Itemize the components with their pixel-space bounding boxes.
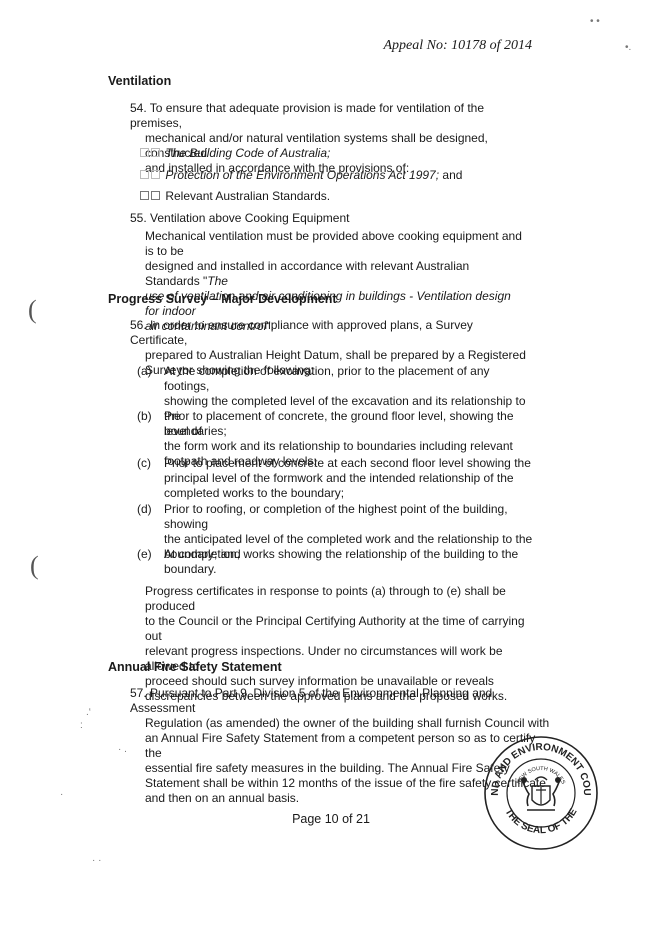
sub-item-line: the form work and its relationship to bo… bbox=[164, 439, 513, 453]
checkbox-glyph-icon bbox=[151, 170, 160, 179]
sub-item-line: Prior to placement of concrete at each s… bbox=[164, 456, 531, 470]
clause-57-line: 57. Pursuant to Part 9, Division 5 of th… bbox=[130, 686, 493, 715]
heading-fire-safety: Annual Fire Safety Statement bbox=[108, 660, 282, 674]
scan-speck: • • bbox=[590, 16, 600, 27]
checkbox-glyph-icon bbox=[140, 148, 149, 157]
clause-54-line: mechanical and/or natural ventilation sy… bbox=[145, 131, 488, 160]
clause-57-line: essential fire safety measures in the bu… bbox=[145, 761, 510, 775]
margin-bracket: ( bbox=[30, 551, 39, 580]
clause-55-body: Mechanical ventilation must be provided … bbox=[145, 229, 525, 334]
coat-of-arms-icon bbox=[521, 776, 561, 811]
sub-item-label: (b) bbox=[137, 409, 152, 423]
sub-item-line: the anticipated level of the completed w… bbox=[164, 532, 533, 546]
bullet-suffix: and bbox=[439, 168, 463, 182]
bullet-item: The Building Code of Australia; bbox=[140, 146, 520, 161]
sub-item-label: (a) bbox=[137, 364, 152, 378]
scan-speck: · . bbox=[118, 744, 127, 755]
sub-item-line: At the completion of excavation, prior t… bbox=[164, 364, 490, 393]
checkbox-glyph-icon bbox=[151, 148, 160, 157]
sub-item-label: (e) bbox=[137, 547, 152, 561]
body-line: discrepancies between the approved plans… bbox=[145, 689, 508, 703]
sub-item-line: Prior to roofing, or completion of the h… bbox=[164, 502, 508, 531]
sub-item-line: footpath and roadway levels; bbox=[164, 454, 317, 468]
body-line: ". bbox=[266, 319, 274, 333]
heading-progress-survey: Progress Survey – Major Development bbox=[108, 292, 337, 306]
clause-54-line: 54. To ensure that adequate provision is… bbox=[130, 101, 485, 130]
clause-56-closing: Progress certificates in response to poi… bbox=[145, 584, 525, 704]
scan-speck: : bbox=[80, 720, 83, 731]
body-line: relevant progress inspections. Under no … bbox=[145, 644, 503, 673]
scan-speck: · bbox=[60, 789, 64, 800]
clause-57: 57. Pursuant to Part 9, Division 5 of th… bbox=[130, 686, 550, 806]
scan-speck: •. bbox=[625, 42, 632, 53]
body-line-italic: air contaminant control bbox=[145, 319, 267, 333]
clause-54-line: and installed in accordance with the pro… bbox=[145, 161, 410, 175]
bullet-item: Relevant Australian Standards. bbox=[140, 189, 520, 204]
bullet-text: The Building Code of Australia; bbox=[165, 146, 331, 160]
body-line-italic: use of ventilation and air conditioning … bbox=[145, 289, 511, 318]
clause-57-line: Regulation (as amended) the owner of the… bbox=[145, 716, 550, 730]
margin-bracket: ( bbox=[28, 295, 37, 324]
checkbox-glyph-icon bbox=[140, 191, 149, 200]
scan-speck: .‘ bbox=[86, 707, 91, 718]
sub-item-line: showing the completed level of the excav… bbox=[164, 394, 526, 423]
body-line: to the Council or the Principal Certifyi… bbox=[145, 614, 525, 643]
bullet-text: Relevant Australian Standards. bbox=[165, 189, 331, 203]
clause-55-title: 55. Ventilation above Cooking Equipment bbox=[130, 211, 350, 225]
bullet-text: Protection of the Environment Operations… bbox=[165, 168, 440, 182]
clause-56-line: Surveyor showing the following: bbox=[145, 363, 314, 377]
clause-56-line: prepared to Australian Height Datum, sha… bbox=[145, 348, 526, 362]
body-line-italic: The bbox=[207, 274, 228, 288]
sub-item-line: boundary. bbox=[164, 562, 217, 576]
sub-item-line: principal level of the formwork and the … bbox=[164, 471, 514, 485]
body-line: proceed should such survey information b… bbox=[145, 674, 494, 688]
clause-57-line: an Annual Fire Safety Statement from a c… bbox=[145, 731, 536, 760]
scan-speck: · · bbox=[92, 855, 102, 866]
seal-inner-ring bbox=[506, 758, 576, 828]
sub-item-line: At completion, works showing the relatio… bbox=[164, 547, 519, 561]
body-line: Progress certificates in response to poi… bbox=[145, 584, 506, 613]
clause-56: 56. In order to ensure compliance with a… bbox=[130, 318, 530, 378]
heading-ventilation: Ventilation bbox=[108, 74, 172, 88]
checkbox-glyph-icon bbox=[151, 191, 160, 200]
sub-item-line: completed works to the boundary; bbox=[164, 486, 345, 500]
clause-55: 55. Ventilation above Cooking Equipment bbox=[130, 211, 530, 226]
body-line: designed and installed in accordance wit… bbox=[145, 259, 470, 288]
clause-57-line: and then on an annual basis. bbox=[145, 791, 300, 805]
seal-outer-ring bbox=[484, 736, 598, 850]
clause-54: 54. To ensure that adequate provision is… bbox=[130, 101, 530, 176]
appeal-number: Appeal No: 10178 of 2014 bbox=[383, 38, 532, 53]
bullet-item: Protection of the Environment Operations… bbox=[140, 168, 520, 183]
page-number: Page 10 of 21 bbox=[292, 812, 370, 826]
sub-item-label: (d) bbox=[137, 502, 152, 516]
sub-item-label: (c) bbox=[137, 456, 151, 470]
clause-56-line: 56. In order to ensure compliance with a… bbox=[130, 318, 473, 347]
sub-item-line: boundary; and bbox=[164, 547, 241, 561]
sub-item-line: boundaries; bbox=[164, 424, 227, 438]
checkbox-glyph-icon bbox=[140, 170, 149, 179]
clause-57-line: Statement shall be within 12 months of t… bbox=[145, 776, 546, 790]
court-seal-stamp: LAND AND ENVIRONMENT COURT THE SEAL OF T… bbox=[482, 734, 598, 850]
sub-item-line: Prior to placement of concrete, the grou… bbox=[164, 409, 514, 438]
body-line: Mechanical ventilation must be provided … bbox=[145, 229, 522, 258]
